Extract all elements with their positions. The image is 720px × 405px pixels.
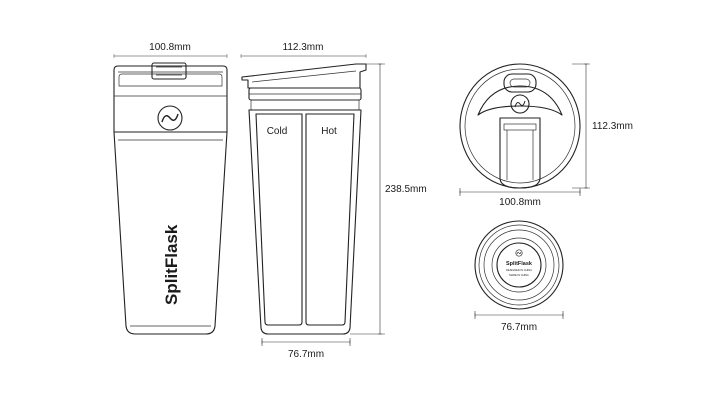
top-logo-icon [510, 94, 530, 114]
side-height-label: 238.5mm [385, 184, 427, 195]
top-width-label: 100.8mm [499, 197, 541, 208]
base-fine-print-2: MADE IN CHINA [509, 273, 529, 277]
top-width-dimension: 100.8mm [459, 188, 581, 208]
bottom-width-dimension: 76.7mm [474, 311, 564, 333]
side-lid [241, 63, 367, 111]
top-latch [503, 73, 537, 93]
side-base-dimension: 76.7mm [261, 338, 351, 360]
bottom-width-label: 76.7mm [501, 322, 537, 333]
cold-chamber: Cold [255, 113, 303, 326]
side-view: 112.3mm Cold Hot 238.5mm [240, 42, 427, 360]
top-depth-label: 112.3mm [592, 121, 633, 132]
front-width-dimension: 100.8mm [113, 42, 228, 58]
side-height-dimension: 238.5mm [350, 63, 427, 335]
front-body [113, 131, 228, 335]
base-logo-icon [515, 249, 523, 257]
front-width-label: 100.8mm [149, 42, 191, 53]
side-width-label: 112.3mm [283, 42, 324, 53]
base-fine-print-1: DESIGNED IN CHINA [506, 268, 532, 272]
hot-chamber: Hot [305, 113, 355, 326]
side-body [248, 109, 362, 335]
front-brand-text: SplitFlask [162, 224, 181, 305]
top-depth-dimension: 112.3mm [572, 63, 633, 189]
top-spout [499, 117, 541, 189]
front-lid [113, 62, 228, 133]
front-logo-icon [157, 105, 183, 131]
side-width-dimension: 112.3mm [240, 42, 367, 58]
top-lid-flap [477, 85, 563, 116]
front-view: 100.8mm SplitFlask [113, 42, 228, 335]
lid-latch [151, 62, 187, 80]
hot-label: Hot [321, 126, 337, 137]
top-view: 100.8mm 112.3mm [459, 63, 633, 208]
base-brand-text: SplitFlask [506, 261, 533, 267]
cold-label: Cold [267, 126, 288, 137]
side-base-label: 76.7mm [288, 349, 324, 360]
bottom-view: SplitFlask DESIGNED IN CHINA MADE IN CHI… [474, 220, 564, 333]
